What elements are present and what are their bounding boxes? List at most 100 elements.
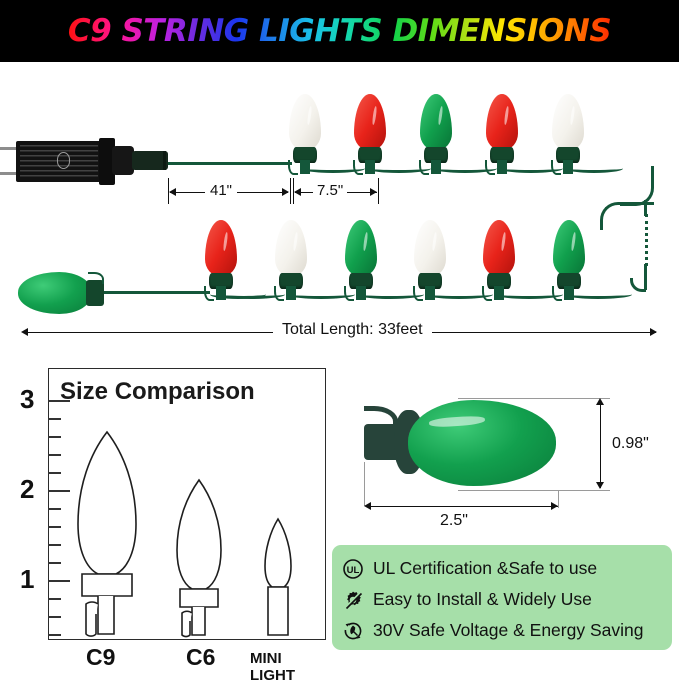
wire-row2-start [104, 291, 210, 294]
ruler-tick-minor [48, 454, 61, 456]
bulb-glass [420, 94, 452, 151]
bulb-row1-4 [485, 94, 518, 176]
bulb-row2-1 [204, 220, 237, 302]
bulb-socket [209, 273, 233, 289]
ext-line-top [458, 398, 610, 399]
end-bulb-clip [88, 272, 104, 284]
bulb-socket [556, 147, 580, 163]
plug-prong-lower [0, 172, 16, 175]
wire-swag [425, 290, 493, 299]
ext-line-left [364, 462, 365, 506]
feature-label: Easy to Install & Widely Use [373, 589, 592, 609]
bulb-socket [424, 147, 448, 163]
dim-arrow-right-length [551, 502, 558, 510]
features-box: UL UL Certification &Safe to use Easy to… [332, 545, 672, 650]
bulb-glass [275, 220, 307, 277]
feature-label: UL Certification &Safe to use [373, 558, 598, 578]
string-light-diagram: 41" 7.5" [0, 62, 679, 362]
adapter-strain-relief [112, 146, 134, 175]
wire-swag [301, 164, 365, 173]
c6-outline [176, 478, 222, 638]
ruler-tick-minor [48, 544, 61, 546]
end-bulb-glass [18, 272, 92, 314]
feature-item-ul: UL UL Certification &Safe to use [342, 553, 672, 584]
header-banner: C9 STRING LIGHTS DIMENSIONS [0, 0, 679, 62]
bulb-socket [487, 273, 511, 289]
ruler-tick-1 [48, 580, 70, 582]
bulb-clip [204, 285, 214, 302]
svg-text:UL: UL [347, 565, 360, 576]
bulb-row1-1 [288, 94, 321, 176]
c9-outline [77, 430, 137, 637]
dim-arrow-left-total [21, 328, 28, 336]
dim-label-total: Total Length: 33feet [273, 321, 432, 339]
dim-label-41: 41" [205, 182, 238, 199]
lead-wire [168, 162, 292, 165]
ruler-tick-minor [48, 436, 61, 438]
dim-arrow-right-75 [370, 188, 377, 196]
dim-arrow-right-41 [282, 188, 289, 196]
dim-label-length: 2.5" [440, 512, 468, 529]
dim-label-75: 7.5" [313, 182, 348, 199]
wire-right-turn [620, 166, 654, 206]
dim-tick-75-start [293, 178, 294, 204]
end-bulb-socket [86, 280, 104, 306]
bulb-detail-glass [408, 400, 556, 486]
ruler-label-2: 2 [20, 474, 35, 504]
ext-line-bottom [458, 490, 610, 491]
ruler-label-1: 1 [20, 564, 35, 594]
dim-tick-41-start [168, 178, 169, 204]
bulb-row2-4 [413, 220, 446, 302]
bulb-glass [486, 94, 518, 151]
wire-swag [565, 164, 623, 173]
ruler-tick-minor [48, 616, 61, 618]
bulb-glass [553, 220, 585, 277]
wire-continuation-corner [630, 278, 646, 292]
wire-continuation-dots [645, 214, 648, 266]
bulb-socket [349, 273, 373, 289]
ruler-axis [48, 368, 49, 640]
feature-item-voltage: 30V Safe Voltage & Energy Saving [342, 615, 672, 646]
size-comparison-panel: 3 2 1 Size Comparison C9 C6 MINI LIGHT [10, 368, 326, 684]
bulb-detail-illustration: 0.98" 2.5" [352, 392, 652, 532]
ruler-label-3: 3 [20, 384, 35, 414]
wire-swag [564, 290, 632, 299]
bulb-glass [205, 220, 237, 277]
bulb-row2-2 [274, 220, 307, 302]
bulb-socket [293, 147, 317, 163]
ruler-tick-minor [48, 562, 61, 564]
size-comparison-title: Size Comparison [60, 378, 255, 405]
adapter-connector [132, 151, 168, 170]
bulb-clip [288, 159, 298, 176]
bulb-glass [552, 94, 584, 151]
dim-tick-75-end [378, 178, 379, 204]
ruler-tick-minor [48, 598, 61, 600]
bulb-row1-2 [353, 94, 386, 176]
wire-row2-return [600, 202, 654, 230]
feature-item-install: Easy to Install & Widely Use [342, 584, 672, 615]
wire-swag [433, 164, 497, 173]
wire-swag [495, 290, 563, 299]
bulb-row2-3 [344, 220, 377, 302]
adapter-end-cap [99, 138, 115, 185]
c6-label: C6 [186, 644, 216, 670]
bulb-socket [557, 273, 581, 289]
end-bulb-horizontal [18, 268, 114, 318]
bulb-row2-6 [552, 220, 585, 302]
wire-swag [217, 290, 285, 299]
bulb-row1-5 [551, 94, 584, 176]
bulb-row1-3 [419, 94, 452, 176]
bulb-glass [289, 94, 321, 151]
wire-swag [499, 164, 563, 173]
wire-swag [287, 290, 355, 299]
bulb-detail-hook [364, 406, 398, 428]
wire-swag [356, 290, 424, 299]
ruler-tick-minor [48, 418, 61, 420]
wire-swag [367, 164, 431, 173]
dim-arrow-right-total [650, 328, 657, 336]
ext-line-right [558, 490, 559, 508]
wire-continuation-bottom [644, 264, 647, 290]
bulb-glass [345, 220, 377, 277]
ruler-tick-3 [48, 400, 70, 402]
adapter-ul-mark [57, 152, 71, 170]
